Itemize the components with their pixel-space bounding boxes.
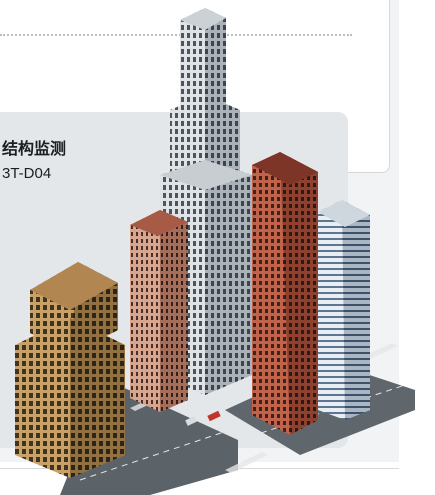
monitor-card-code: 3T-D04 (2, 165, 52, 182)
glass-tower (318, 200, 370, 420)
brick-tower (252, 152, 318, 435)
pink-tower (130, 210, 188, 412)
tan-building (15, 262, 125, 478)
monitor-card-title: 结构监测 (2, 139, 67, 158)
street-cars (185, 410, 221, 426)
dotted-divider (0, 34, 352, 36)
